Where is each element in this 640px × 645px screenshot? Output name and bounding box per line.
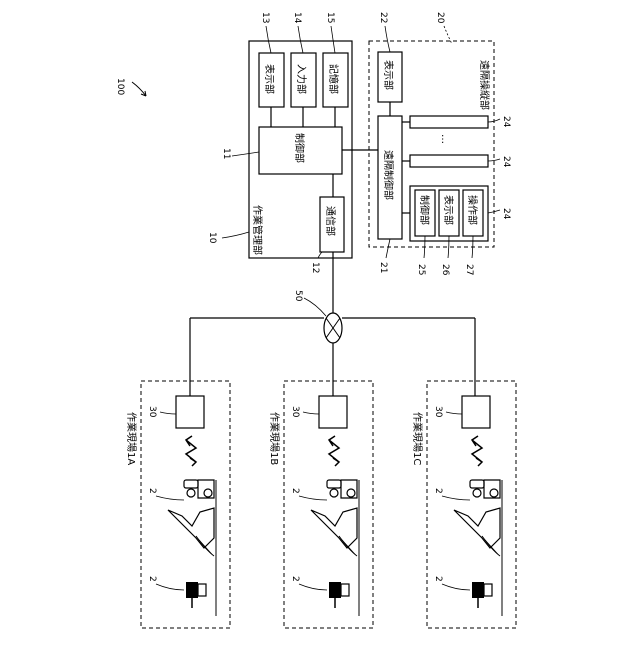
ref-14-leader	[298, 26, 303, 53]
site-1a-ref-30: 30	[147, 406, 157, 418]
ref-21: 21	[378, 262, 388, 273]
ref-11: 11	[221, 148, 231, 159]
site-1b-ref-30: 30	[290, 406, 300, 418]
site-1b-label: 作業現場1B	[268, 412, 281, 465]
ref-24-b-leader	[488, 159, 500, 161]
site-1a-ref-2-a-leader	[156, 496, 184, 500]
ref-27: 27	[464, 264, 474, 275]
site-1c-ref-2-b-leader	[442, 584, 470, 590]
site-1b-ref-2-a-leader	[299, 496, 327, 500]
comm-unit-12-label: 通信部	[324, 206, 337, 236]
ref-12-leader	[318, 252, 322, 258]
station-control-label: 制御部	[418, 195, 431, 225]
site-1b-gateway-30	[319, 396, 347, 428]
ref-100-arrow	[132, 82, 146, 96]
site-1a-label: 作業現場1A	[125, 412, 138, 465]
site-1b-ref-30-leader	[303, 412, 319, 414]
site-1a-ref-2-b-leader	[156, 584, 184, 590]
site-1b-excavator-arm	[311, 508, 357, 548]
site-1b-wireless-icon	[329, 436, 339, 466]
site-1a-ref-2-a: 2	[147, 488, 157, 494]
site-1b-ref-2-b: 2	[290, 576, 300, 582]
ref-14: 14	[292, 12, 302, 24]
site-1a-gateway-30	[176, 396, 204, 428]
ref-11-leader	[232, 152, 259, 156]
station-operation-label: 操作部	[466, 195, 479, 225]
site-1c-ref-2-b: 2	[433, 576, 443, 582]
site-1b-excavator	[329, 582, 349, 608]
site-1c-ref-2-a: 2	[433, 488, 443, 494]
work-management-label: 作業管理部	[251, 205, 264, 255]
ref-15: 15	[325, 12, 335, 23]
ref-25: 25	[416, 264, 426, 275]
ref-22: 22	[378, 12, 388, 23]
work-site-1c: 作業現場1C 30 2 2	[411, 381, 516, 628]
control-unit-11-label: 制御部	[293, 133, 306, 163]
site-1c-excavator-arm	[454, 508, 500, 548]
site-1c-soil-pile	[482, 536, 500, 556]
site-1a-wireless-icon	[186, 436, 196, 466]
site-1c-wireless-icon	[472, 436, 482, 466]
site-1c-label: 作業現場1C	[411, 412, 424, 465]
station-ellipsis: …	[439, 134, 450, 144]
ref-22-leader	[385, 26, 390, 52]
site-1c-ref-2-a-leader	[442, 496, 470, 500]
ref-100: 100	[115, 78, 125, 95]
site-1b-ref-2-b-leader	[299, 584, 327, 590]
site-1b-ref-2-a: 2	[290, 488, 300, 494]
site-1c-ref-30: 30	[433, 406, 443, 418]
operator-station-1	[410, 116, 488, 128]
ref-13: 13	[260, 12, 270, 23]
ref-26: 26	[440, 264, 450, 276]
work-site-1a: 作業現場1A 30 2 2	[125, 381, 230, 628]
site-1a-ref-30-leader	[160, 412, 176, 414]
ref-50-leader	[304, 298, 326, 316]
work-site-1b: 作業現場1B 30 2 2	[268, 381, 373, 628]
site-1a-excavator-arm	[168, 508, 214, 548]
ref-21-leader	[386, 239, 390, 258]
site-1c-dump-truck	[470, 480, 500, 498]
site-1b-soil-pile	[339, 536, 357, 556]
operator-station-2	[410, 155, 488, 167]
site-1a-dump-truck	[184, 480, 214, 498]
site-1b-dump-truck	[327, 480, 357, 498]
storage-unit-15-label: 記憶部	[327, 64, 340, 94]
site-1c-ref-30-leader	[446, 412, 462, 414]
site-1a-excavator	[186, 582, 206, 608]
site-1c-gateway-30	[462, 396, 490, 428]
site-1a-soil-pile	[196, 536, 214, 556]
ref-20: 20	[435, 12, 445, 24]
ref-15-leader	[331, 26, 335, 53]
ref-50: 50	[293, 290, 303, 302]
display-unit-22-label: 表示部	[382, 60, 395, 90]
remote-operation-label: 遠隔操縦部	[478, 60, 491, 110]
station-display-label: 表示部	[442, 195, 455, 225]
ref-24-c: 24	[501, 208, 511, 220]
input-unit-14-label: 入力部	[295, 64, 308, 94]
site-1a-ref-2-b: 2	[147, 576, 157, 582]
ref-12: 12	[310, 262, 320, 273]
remote-control-unit-21-label: 遠隔制御部	[382, 150, 395, 200]
ref-24-b: 24	[501, 156, 511, 168]
ref-10: 10	[207, 232, 217, 244]
ref-13-leader	[266, 26, 271, 53]
ref-24-a: 24	[501, 116, 511, 128]
display-unit-13-label: 表示部	[263, 64, 276, 94]
ref-10-leader	[222, 232, 249, 238]
site-1c-excavator	[472, 582, 492, 608]
ref-26-leader	[448, 236, 449, 258]
